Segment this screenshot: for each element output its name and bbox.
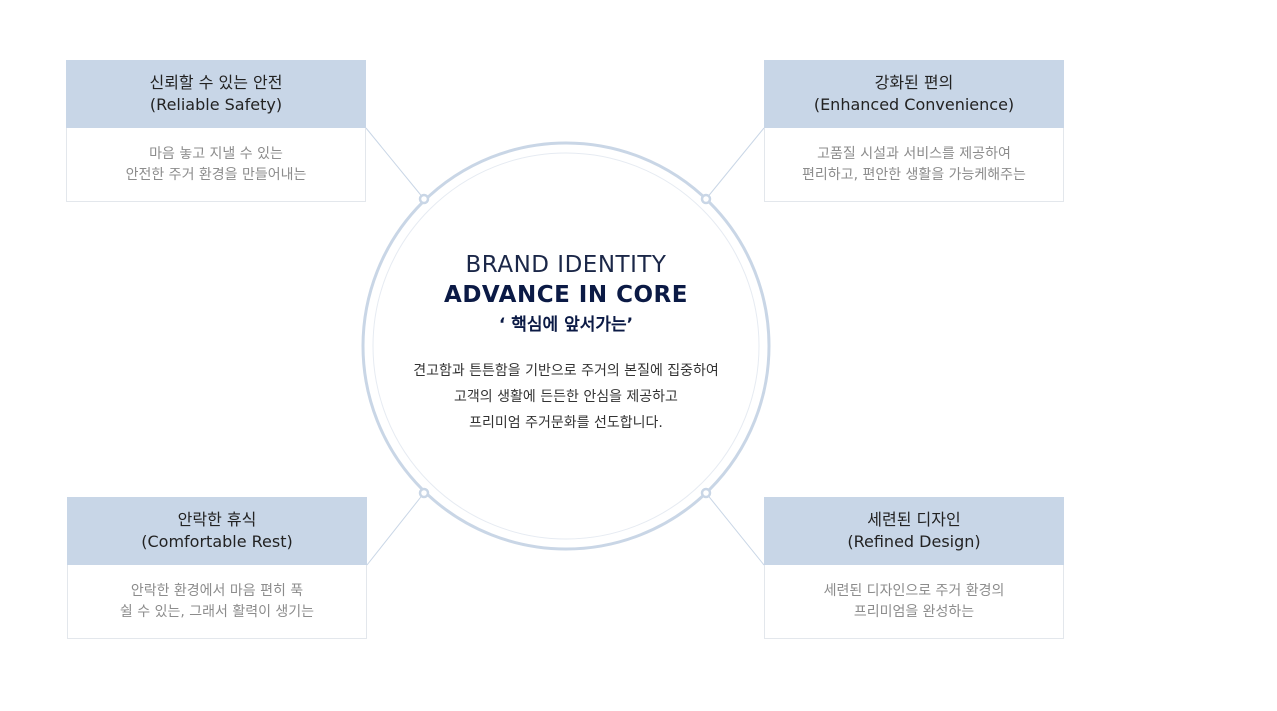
card-title: 세련된 디자인	[867, 510, 961, 529]
card-desc-line: 편리하고, 편안한 생활을 가능케해주는	[802, 166, 1026, 183]
card-desc-line: 세련된 디자인으로 주거 환경의	[823, 582, 1005, 599]
center-description: 견고함과 튼튼함을 기반으로 주거의 본질에 집중하여 고객의 생활에 든든한 …	[380, 358, 752, 436]
card-body: 세련된 디자인으로 주거 환경의 프리미엄을 완성하는	[764, 565, 1064, 639]
card-desc-line: 고품질 시설과 서비스를 제공하여	[817, 145, 1011, 162]
card-desc-line: 쉴 수 있는, 그래서 활력이 생기는	[119, 603, 315, 620]
inner-ring	[372, 152, 760, 540]
card-desc-line: 마음 놓고 지낼 수 있는	[149, 145, 283, 162]
description-line: 프리미엄 주거문화를 선도합니다.	[469, 415, 663, 431]
description-line: 견고함과 튼튼함을 기반으로 주거의 본질에 집중하여	[413, 363, 719, 379]
card-desc-line: 프리미엄을 완성하는	[853, 603, 975, 620]
card-title: 신뢰할 수 있는 안전	[149, 73, 283, 92]
card-title: 강화된 편의	[874, 73, 954, 92]
card-desc-line: 안전한 주거 환경을 만들어내는	[125, 166, 307, 183]
brand-identity-heading: BRAND IDENTITY	[465, 252, 667, 278]
connector-line-tl	[365, 127, 425, 200]
card-header: 신뢰할 수 있는 안전 (Reliable Safety)	[66, 60, 366, 128]
node-dot-bl	[418, 487, 430, 499]
center-identity-block: BRAND IDENTITY ADVANCE IN CORE ‘ 핵심에 앞서가…	[380, 250, 752, 436]
card-header: 강화된 편의 (Enhanced Convenience)	[764, 60, 1064, 128]
node-dot-br	[700, 487, 712, 499]
node-dot-tr	[700, 193, 712, 205]
card-subtitle: (Comfortable Rest)	[141, 532, 293, 551]
card-refined-design: 세련된 디자인 (Refined Design) 세련된 디자인으로 주거 환경…	[764, 497, 1064, 639]
advance-in-core-heading: ADVANCE IN CORE	[444, 282, 688, 308]
card-body: 안락한 환경에서 마음 편히 푹 쉴 수 있는, 그래서 활력이 생기는	[67, 565, 367, 639]
connector-line-tr	[705, 127, 765, 200]
tagline: ‘ 핵심에 앞서가는’	[498, 315, 634, 335]
node-dot-tl	[418, 193, 430, 205]
description-line: 고객의 생활에 든든한 안심을 제공하고	[454, 389, 678, 405]
card-subtitle: (Refined Design)	[847, 532, 981, 551]
card-body: 마음 놓고 지낼 수 있는 안전한 주거 환경을 만들어내는	[66, 128, 366, 202]
connector-line-bl	[366, 492, 425, 566]
card-enhanced-convenience: 강화된 편의 (Enhanced Convenience) 고품질 시설과 서비…	[764, 60, 1064, 202]
card-header: 세련된 디자인 (Refined Design)	[764, 497, 1064, 565]
card-body: 고품질 시설과 서비스를 제공하여 편리하고, 편안한 생활을 가능케해주는	[764, 128, 1064, 202]
connector-line-br	[705, 492, 765, 566]
card-reliable-safety: 신뢰할 수 있는 안전 (Reliable Safety) 마음 놓고 지낼 수…	[66, 60, 366, 202]
outer-ring	[361, 141, 771, 551]
card-subtitle: (Reliable Safety)	[149, 95, 283, 114]
card-comfortable-rest: 안락한 휴식 (Comfortable Rest) 안락한 환경에서 마음 편히…	[67, 497, 367, 639]
card-subtitle: (Enhanced Convenience)	[813, 95, 1015, 114]
card-header: 안락한 휴식 (Comfortable Rest)	[67, 497, 367, 565]
card-desc-line: 안락한 환경에서 마음 편히 푹	[130, 582, 304, 599]
card-title: 안락한 휴식	[177, 510, 257, 529]
